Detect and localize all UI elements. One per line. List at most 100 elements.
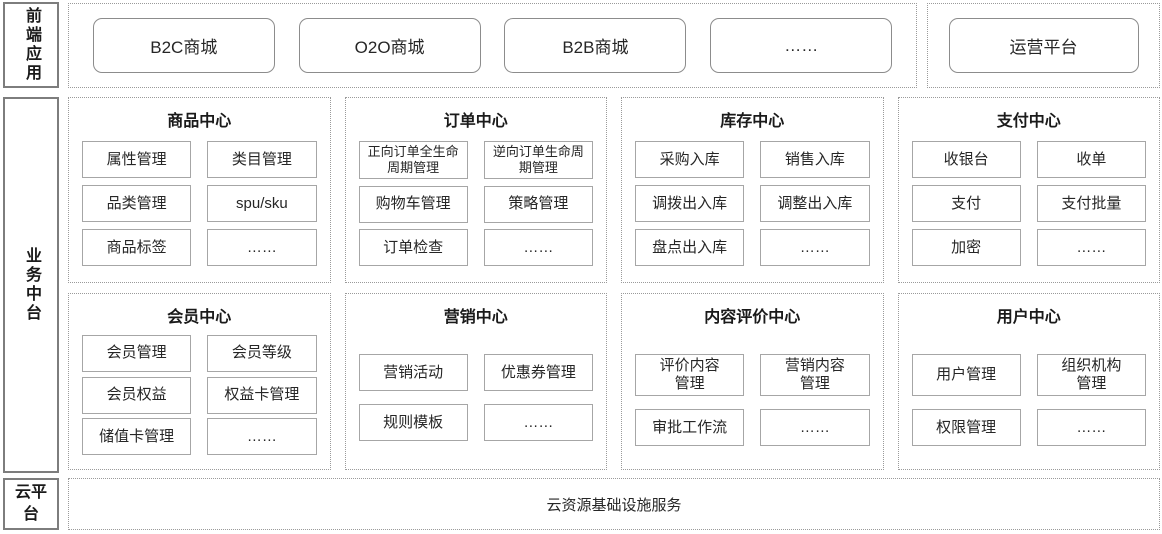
module-label: 调拨出入库: [652, 194, 728, 212]
center-items: 营销活动 优惠券管理 规则模板 ……: [358, 330, 593, 460]
center-items: 评价内容管理 营销内容管理 审批工作流 ……: [635, 330, 870, 460]
center-title: 商品中心: [167, 113, 232, 130]
module-label: 订单检查: [383, 238, 444, 256]
module-box: 储值卡管理: [82, 418, 192, 456]
module-label: 储值卡管理: [99, 427, 175, 445]
cloud-infra-panel: 云资源基础设施服务: [68, 478, 1160, 530]
module-box: 属性管理: [82, 141, 192, 178]
module-box: 商品标签: [82, 229, 192, 266]
center-items: 正向订单全生命周期管理 逆向订单生命周期管理 购物车管理 策略管理 订单检查 ……: [358, 134, 593, 273]
app-box-b2b: B2B商城: [504, 18, 687, 73]
module-box: 销售入库: [760, 141, 870, 178]
module-label: 权限管理: [936, 418, 997, 436]
module-label: 权益卡管理: [224, 386, 300, 403]
frontend-rail-label-text: 前端应用: [23, 7, 40, 83]
business-centers-grid: 商品中心 属性管理 类目管理 品类管理 spu/sku 商品标签 …… 订单中心…: [68, 97, 1160, 473]
module-label: 优惠券管理: [500, 363, 576, 381]
center-goods: 商品中心 属性管理 类目管理 品类管理 spu/sku 商品标签 ……: [68, 97, 331, 283]
module-box: 会员等级: [207, 334, 317, 372]
center-title: 营销中心: [443, 309, 508, 326]
center-title: 用户中心: [996, 309, 1061, 326]
module-box: 调整出入库: [760, 185, 870, 222]
module-label: ……: [523, 238, 554, 256]
center-order: 订单中心 正向订单全生命周期管理 逆向订单生命周期管理 购物车管理 策略管理 订…: [344, 97, 607, 283]
module-label: 品类管理: [106, 194, 167, 212]
module-label: ……: [1076, 238, 1107, 256]
center-items: 属性管理 类目管理 品类管理 spu/sku 商品标签 ……: [82, 134, 317, 273]
cloud-rail-label-text: 云平台: [14, 484, 47, 523]
module-box: 加密: [911, 229, 1021, 266]
module-box: 订单检查: [358, 229, 468, 267]
center-title: 会员中心: [167, 309, 232, 326]
center-items: 采购入库 销售入库 调拨出入库 调整出入库 盘点出入库 ……: [635, 134, 870, 273]
app-box-more: ……: [710, 18, 893, 73]
module-label: ……: [799, 418, 830, 436]
module-label: 规则模板: [383, 413, 444, 431]
module-label: 营销内容管理: [784, 357, 845, 392]
frontend-apps-row: B2C商城 O2O商城 B2B商城 ……: [69, 4, 916, 87]
module-box: 盘点出入库: [635, 229, 745, 266]
module-box: 评价内容管理: [635, 354, 745, 396]
module-label: 营销活动: [383, 363, 444, 381]
module-box: spu/sku: [207, 185, 317, 222]
module-label: 支付: [951, 194, 982, 212]
module-box-ellipsis: ……: [483, 404, 593, 441]
app-box-o2o: O2O商城: [298, 18, 481, 73]
ops-platform-box: 运营平台: [948, 18, 1139, 73]
module-label: 采购入库: [659, 150, 720, 168]
center-payment: 支付中心 收银台 收单 支付 支付批量 加密 ……: [897, 97, 1160, 283]
module-box: 类目管理: [207, 141, 317, 178]
module-box: 会员管理: [82, 334, 192, 372]
module-label: 调整出入库: [777, 194, 853, 212]
center-title: 订单中心: [443, 113, 508, 130]
ops-platform-label: 运营平台: [1009, 38, 1078, 57]
module-label: 评价内容管理: [659, 357, 720, 392]
center-items: 收银台 收单 支付 支付批量 加密 ……: [911, 134, 1146, 273]
app-box-more-label: ……: [784, 35, 819, 55]
app-box-b2b-label: B2B商城: [562, 38, 629, 57]
module-label: ……: [246, 238, 277, 256]
center-inventory: 库存中心 采购入库 销售入库 调拨出入库 调整出入库 盘点出入库 ……: [621, 97, 884, 283]
cloud-rail-label: 云平台: [3, 478, 59, 530]
module-box: 权益卡管理: [207, 376, 317, 414]
module-box-ellipsis: ……: [760, 409, 870, 446]
module-label: 逆向订单生命周期管理: [492, 143, 584, 175]
module-box: 优惠券管理: [483, 354, 593, 391]
middle-platform-rail-label-text: 业务中台: [23, 247, 40, 323]
module-box: 组织机构管理: [1036, 354, 1146, 396]
app-box-b2c: B2C商城: [92, 18, 275, 73]
center-items: 用户管理 组织机构管理 权限管理 ……: [911, 330, 1146, 460]
module-box: 营销活动: [358, 354, 468, 391]
module-label: 会员管理: [106, 344, 167, 362]
center-user: 用户中心 用户管理 组织机构管理 权限管理 ……: [897, 293, 1160, 470]
module-box: 会员权益: [82, 376, 192, 414]
module-label: 正向订单全生命周期管理: [367, 143, 459, 175]
module-box: 调拨出入库: [635, 185, 745, 222]
module-box: 收单: [1036, 141, 1146, 178]
module-label: ……: [523, 413, 554, 431]
module-box: 正向订单全生命周期管理: [358, 140, 468, 180]
module-label: 属性管理: [106, 150, 167, 168]
center-member: 会员中心 会员管理 会员等级 会员权益 权益卡管理 储值卡管理 ……: [68, 293, 331, 470]
app-box-o2o-label: O2O商城: [354, 38, 425, 57]
module-box: 策略管理: [483, 185, 593, 223]
module-label: 收单: [1076, 150, 1107, 168]
module-label: 会员等级: [231, 344, 292, 362]
frontend-rail-label: 前端应用: [3, 2, 59, 88]
center-marketing: 营销中心 营销活动 优惠券管理 规则模板 ……: [344, 293, 607, 470]
module-label: ……: [246, 427, 277, 445]
module-box: 用户管理: [911, 354, 1021, 396]
module-label: 会员权益: [106, 386, 167, 403]
app-box-b2c-label: B2C商城: [150, 38, 218, 57]
module-box: 逆向订单生命周期管理: [483, 140, 593, 180]
module-box-ellipsis: ……: [207, 418, 317, 456]
center-content-review: 内容评价中心 评价内容管理 营销内容管理 审批工作流 ……: [621, 293, 884, 470]
module-label: 组织机构管理: [1061, 357, 1122, 392]
module-label: 加密: [951, 238, 982, 256]
module-label: 盘点出入库: [652, 238, 728, 256]
module-label: spu/sku: [236, 194, 288, 212]
module-label: 策略管理: [508, 195, 569, 213]
module-box: 购物车管理: [358, 185, 468, 223]
module-box: 收银台: [911, 141, 1021, 178]
module-box: 品类管理: [82, 185, 192, 222]
